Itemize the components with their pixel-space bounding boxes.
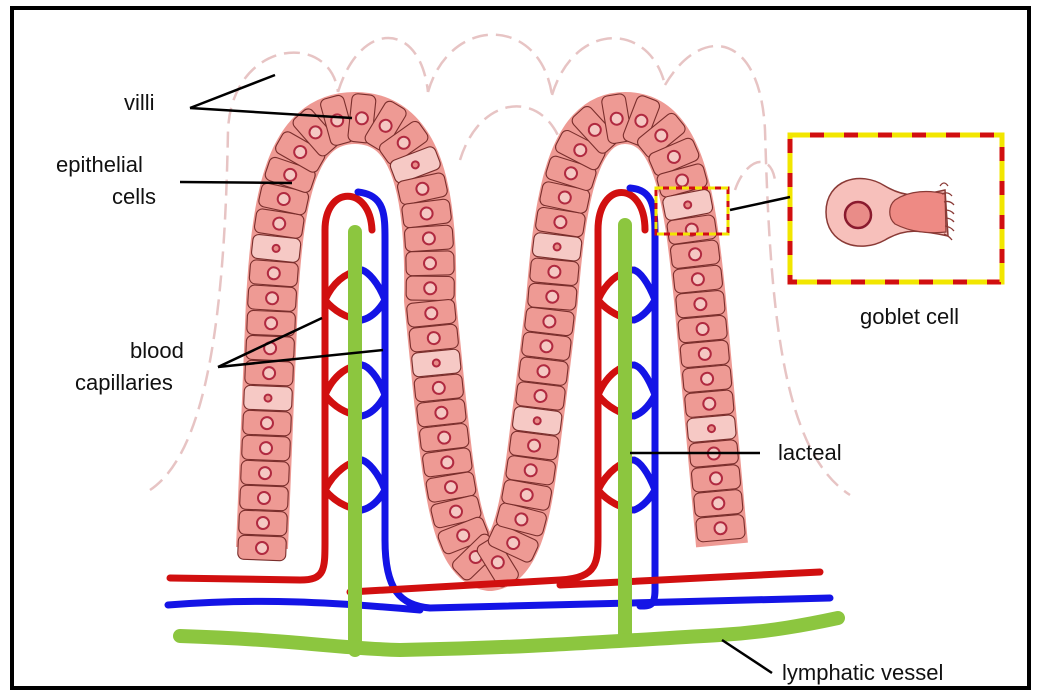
label-blood-line2: capillaries bbox=[75, 370, 173, 395]
epithelial-leader bbox=[180, 182, 292, 183]
label-lacteal: lacteal bbox=[778, 440, 842, 465]
epithelial-cell bbox=[241, 460, 290, 486]
epithelial-cell bbox=[247, 285, 296, 312]
epithelial-cell bbox=[243, 410, 292, 436]
goblet-cell-illustration bbox=[826, 178, 954, 246]
epithelial-cell bbox=[404, 225, 453, 252]
epithelial-cell bbox=[518, 356, 569, 386]
epithelial-cell bbox=[406, 299, 456, 328]
goblet-leader bbox=[730, 197, 790, 210]
epithelial-cell bbox=[521, 332, 572, 362]
epithelial-cell bbox=[678, 315, 728, 343]
epithelial-cell bbox=[524, 307, 575, 337]
label-epithelial-line2: cells bbox=[112, 184, 156, 209]
epithelial-cell bbox=[406, 276, 454, 301]
label-lymphatic-vessel: lymphatic vessel bbox=[782, 660, 943, 685]
epithelial-cell bbox=[238, 535, 287, 561]
epithelial-cell bbox=[680, 340, 730, 368]
epithelial-cell bbox=[242, 435, 291, 461]
epithelial-cell bbox=[247, 310, 296, 336]
label-goblet-cell: goblet cell bbox=[860, 304, 959, 329]
epithelial-cell bbox=[682, 365, 732, 393]
epithelial-cell bbox=[411, 349, 461, 378]
epithelial-cell bbox=[696, 514, 746, 542]
epithelial-cell bbox=[240, 485, 289, 511]
epithelial-cell bbox=[684, 390, 734, 418]
lymphatic-vessel bbox=[180, 618, 838, 650]
epithelial-cell bbox=[693, 489, 743, 517]
epithelial-cell-layer bbox=[238, 93, 746, 589]
epithelial-cell bbox=[244, 385, 293, 411]
epithelial-cell bbox=[687, 415, 737, 443]
villi-leader-1 bbox=[190, 75, 275, 108]
label-epithelial-line1: epithelial bbox=[56, 152, 143, 177]
epithelial-cell bbox=[246, 335, 295, 361]
epithelial-cell bbox=[249, 259, 299, 287]
epithelial-cell bbox=[239, 510, 288, 536]
epithelial-cell bbox=[527, 283, 577, 311]
base-venule bbox=[168, 601, 420, 610]
epithelial-cell bbox=[416, 398, 466, 427]
label-blood-line1: blood bbox=[130, 338, 184, 363]
epithelial-cell bbox=[670, 240, 721, 270]
epithelial-cell bbox=[515, 381, 566, 411]
epithelial-cell bbox=[406, 251, 454, 276]
epithelial-cell bbox=[529, 258, 579, 286]
epithelial-cell bbox=[673, 265, 723, 294]
epithelial-cell bbox=[414, 374, 464, 403]
top-artery-main bbox=[560, 572, 820, 585]
epithelial-cell bbox=[409, 324, 459, 353]
lymphatic-leader bbox=[722, 640, 772, 673]
label-villi: villi bbox=[124, 90, 155, 115]
epithelial-cell bbox=[691, 464, 741, 492]
epithelial-cell bbox=[675, 290, 725, 318]
